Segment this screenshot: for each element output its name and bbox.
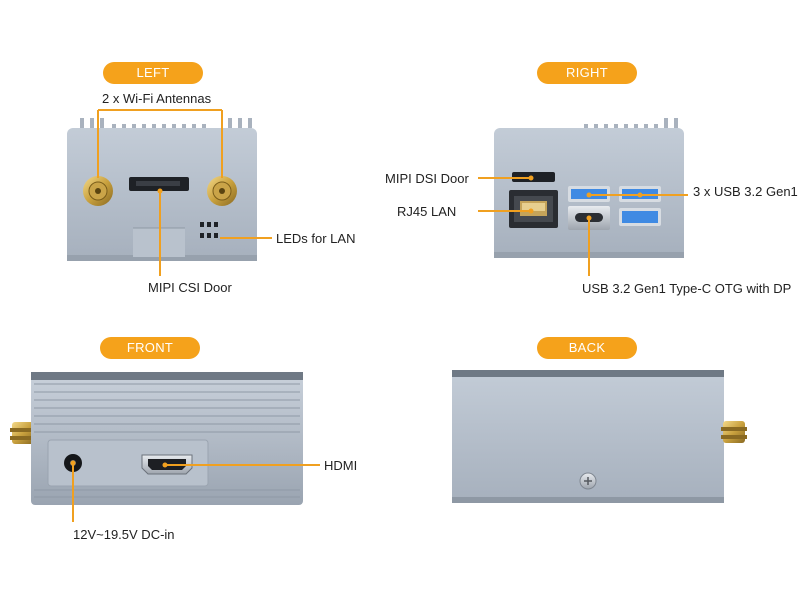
back-case-body (452, 370, 724, 503)
right-dsi-slot (512, 172, 555, 182)
label-rj45: RJ45 LAN (397, 204, 457, 219)
left-antenna-2 (207, 176, 237, 206)
label-usb-a: 3 x USB 3.2 Gen1 (693, 184, 798, 199)
front-antenna (10, 422, 36, 444)
badge-back: BACK (537, 337, 637, 359)
badge-right: RIGHT (537, 62, 637, 84)
left-case-body (67, 128, 257, 261)
label-mipi-csi: MIPI CSI Door (148, 280, 232, 295)
front-view (10, 372, 320, 522)
label-wifi-antennas: 2 x Wi-Fi Antennas (102, 91, 212, 106)
label-mipi-dsi: MIPI DSI Door (385, 171, 469, 186)
back-view (452, 370, 747, 503)
badge-left: LEFT (103, 62, 203, 84)
back-antenna (721, 421, 747, 443)
right-cooling-fins (584, 118, 678, 130)
badge-front: FRONT (100, 337, 200, 359)
left-antenna-1 (83, 176, 113, 206)
left-cooling-fins (80, 118, 252, 130)
label-leds-lan: LEDs for LAN (276, 231, 356, 246)
label-usb-c: USB 3.2 Gen1 Type-C OTG with DP (582, 281, 792, 296)
label-hdmi: HDMI (324, 458, 358, 473)
label-dc-in: 12V~19.5V DC-in (73, 527, 175, 542)
right-view (478, 118, 688, 276)
front-grooves (34, 383, 300, 498)
left-view (67, 109, 272, 276)
back-screw-icon (579, 472, 597, 490)
left-lan-leds (200, 222, 218, 238)
usb-a-port-3 (619, 208, 661, 226)
rj45-port (509, 190, 558, 228)
